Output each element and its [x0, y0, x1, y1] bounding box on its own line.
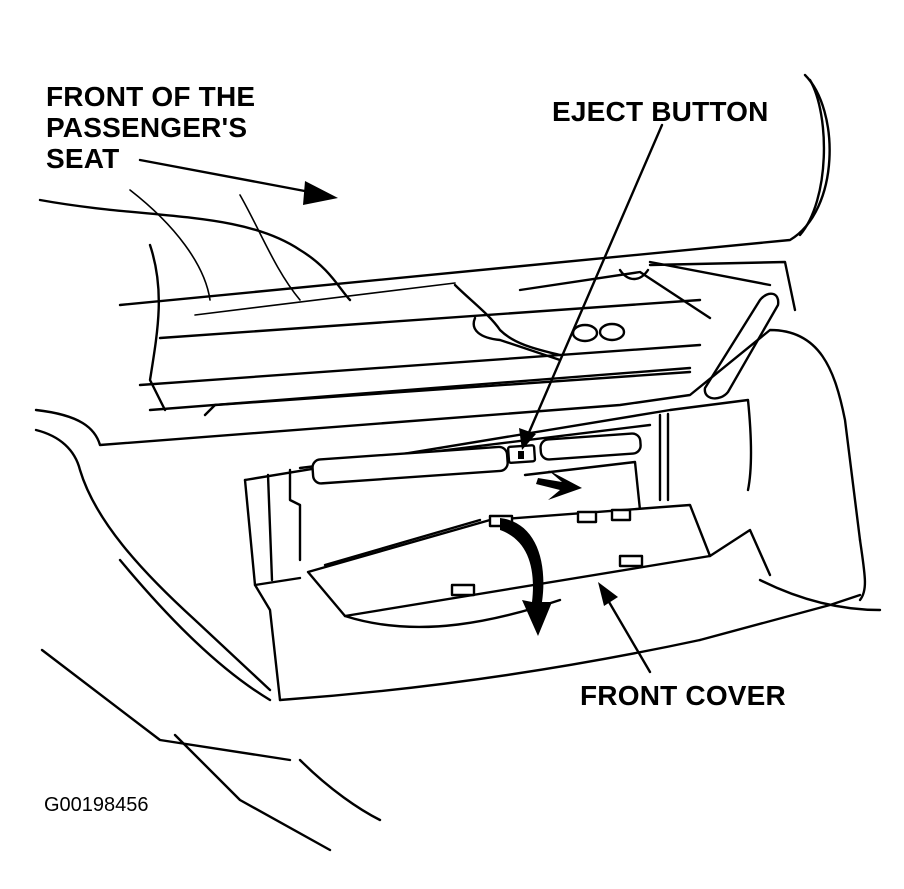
front-seat-label-line-2: PASSENGER'S — [46, 112, 248, 143]
console-base — [40, 538, 882, 852]
front-cover-label: FRONT COVER — [580, 680, 786, 711]
eject-button-label: EJECT BUTTON — [552, 96, 769, 127]
arrow-front-seat — [138, 158, 338, 205]
passenger-seat — [38, 73, 831, 307]
front-seat-label: FRONT OF THE PASSENGER'S SEAT — [46, 81, 255, 174]
front-seat-label-line-3: SEAT — [46, 143, 120, 174]
cd-changer — [243, 398, 772, 702]
front-seat-label-line-1: FRONT OF THE — [46, 81, 256, 112]
arrow-front-cover — [598, 582, 652, 674]
arrow-open-cover — [500, 518, 552, 636]
arrow-eject-button — [519, 123, 664, 450]
figure-code: G00198456 — [44, 794, 149, 816]
arrow-press-eject — [536, 470, 582, 500]
center-console — [34, 243, 862, 692]
